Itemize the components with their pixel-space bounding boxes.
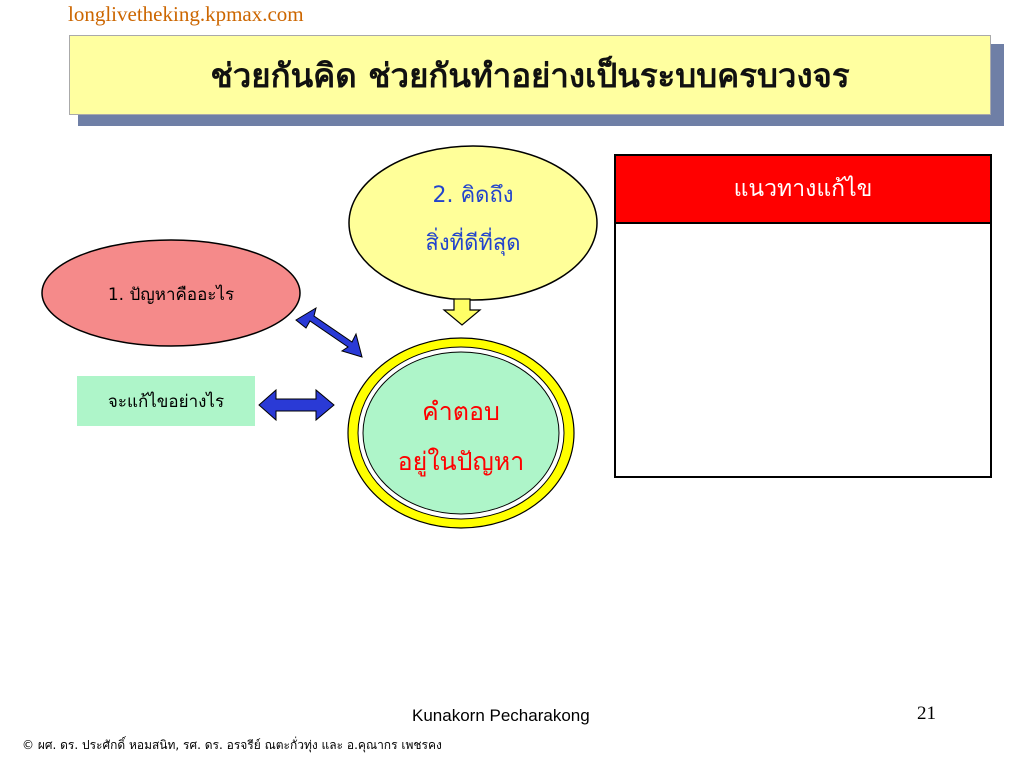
diagonal-double-arrow [295,306,363,358]
title-box: ช่วยกันคิด ช่วยกันทำอย่างเป็นระบบครบวงจร [69,35,991,115]
down-arrow [442,298,482,326]
presenter-name: Kunakorn Pecharakong [412,706,590,725]
site-link[interactable]: longlivetheking.kpmax.com [68,2,304,26]
problem-ellipse [41,239,301,347]
best-label-line2: สิ่งที่ดีที่สุด [425,227,520,256]
solution-box: แนวทางแก้ไข [614,154,992,478]
answer-label-line2: อยู่ในปัญหา [398,447,525,477]
slide-title: ช่วยกันคิด ช่วยกันทำอย่างเป็นระบบครบวงจร [210,55,850,95]
best-label-line1: 2. คิดถึง [432,183,513,208]
problem-label: 1. ปัญหาคืออะไร [108,284,234,305]
page-number: 21 [917,703,936,724]
copyright-text: © ผศ. ดร. ประศักดิ์ หอมสนิท, รศ. ดร. อรจ… [22,738,442,752]
howto-box: จะแก้ไขอย่างไร [77,376,255,426]
horizontal-double-arrow [258,388,335,422]
howto-label: จะแก้ไขอย่างไร [107,391,225,412]
answer-label-line1: คำตอบ [422,397,500,426]
best-ellipse [348,145,598,301]
answer-circle [362,351,560,515]
solution-header-label: แนวทางแก้ไข [733,176,873,202]
solution-header: แนวทางแก้ไข [616,156,990,224]
